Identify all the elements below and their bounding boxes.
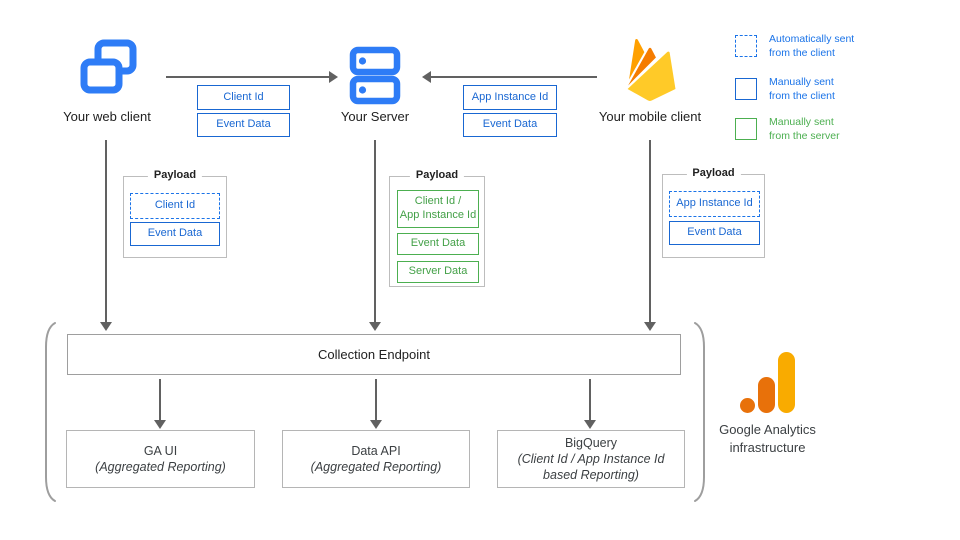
infrastructure-caption-line1: Google Analytics bbox=[719, 422, 816, 437]
right-bracket bbox=[694, 322, 705, 502]
web-client-icon bbox=[80, 39, 137, 94]
arrow-endpoint-to-bigquery bbox=[584, 379, 596, 429]
service-detail: (Aggregated Reporting) bbox=[95, 460, 226, 474]
arrow-endpoint-to-ga-ui bbox=[154, 379, 166, 429]
server-label: Your Server bbox=[340, 109, 410, 124]
arrow-server-to-endpoint bbox=[369, 140, 381, 331]
payload-box-mobile: Payload App Instance Id Event Data bbox=[662, 167, 765, 258]
service-name: GA UI bbox=[143, 443, 178, 458]
flow-field-client-id: Client Id bbox=[197, 85, 290, 110]
arrow-web-to-server bbox=[166, 71, 338, 83]
payload-field-client-or-app-id: Client Id / App Instance Id bbox=[397, 190, 479, 228]
service-box-data-api: Data API (Aggregated Reporting) bbox=[282, 430, 470, 488]
payload-box-server: Payload Client Id / App Instance Id Even… bbox=[389, 169, 485, 287]
flow-field-app-instance-id: App Instance Id bbox=[463, 85, 557, 110]
legend-swatch-solid-green bbox=[735, 118, 757, 140]
infrastructure-caption: Google Analytics infrastructure bbox=[700, 421, 835, 456]
payload-box-web: Payload Client Id Event Data bbox=[123, 169, 227, 258]
payload-field-server-data: Server Data bbox=[397, 261, 479, 283]
legend-swatch-solid-blue bbox=[735, 78, 757, 100]
service-detail: (Aggregated Reporting) bbox=[310, 460, 442, 474]
legend-swatch-dashed-blue bbox=[735, 35, 757, 57]
service-detail: (Client Id / App Instance Id based Repor… bbox=[517, 451, 665, 483]
payload-title: Payload bbox=[686, 167, 741, 179]
service-box-bigquery: BigQuery (Client Id / App Instance Id ba… bbox=[497, 430, 685, 488]
payload-field-client-id: Client Id bbox=[130, 193, 220, 219]
payload-field-app-instance-id: App Instance Id bbox=[669, 191, 760, 217]
payload-field-event-data: Event Data bbox=[397, 233, 479, 255]
arrow-web-to-endpoint bbox=[100, 140, 112, 331]
infrastructure-caption-line2: infrastructure bbox=[729, 439, 806, 455]
payload-title: Payload bbox=[147, 169, 203, 181]
flow-field-event-data: Event Data bbox=[463, 113, 557, 137]
server-icon bbox=[349, 46, 401, 105]
arrow-mobile-to-server bbox=[422, 71, 597, 83]
arrow-endpoint-to-data-api bbox=[370, 379, 382, 429]
payload-title: Payload bbox=[409, 169, 465, 181]
left-bracket bbox=[45, 322, 56, 502]
payload-field-event-data: Event Data bbox=[669, 221, 760, 245]
arrow-mobile-to-endpoint bbox=[644, 140, 656, 331]
google-analytics-icon bbox=[740, 352, 795, 413]
firebase-flame-icon bbox=[627, 38, 676, 101]
web-client-label: Your web client bbox=[63, 109, 151, 124]
flow-field-event-data: Event Data bbox=[197, 113, 290, 137]
service-name: BigQuery bbox=[564, 435, 618, 450]
service-box-ga-ui: GA UI (Aggregated Reporting) bbox=[66, 430, 255, 488]
service-name: Data API bbox=[351, 443, 401, 458]
payload-field-event-data: Event Data bbox=[130, 222, 220, 246]
collection-endpoint-box: Collection Endpoint bbox=[67, 334, 681, 375]
mobile-client-label: Your mobile client bbox=[598, 109, 702, 124]
